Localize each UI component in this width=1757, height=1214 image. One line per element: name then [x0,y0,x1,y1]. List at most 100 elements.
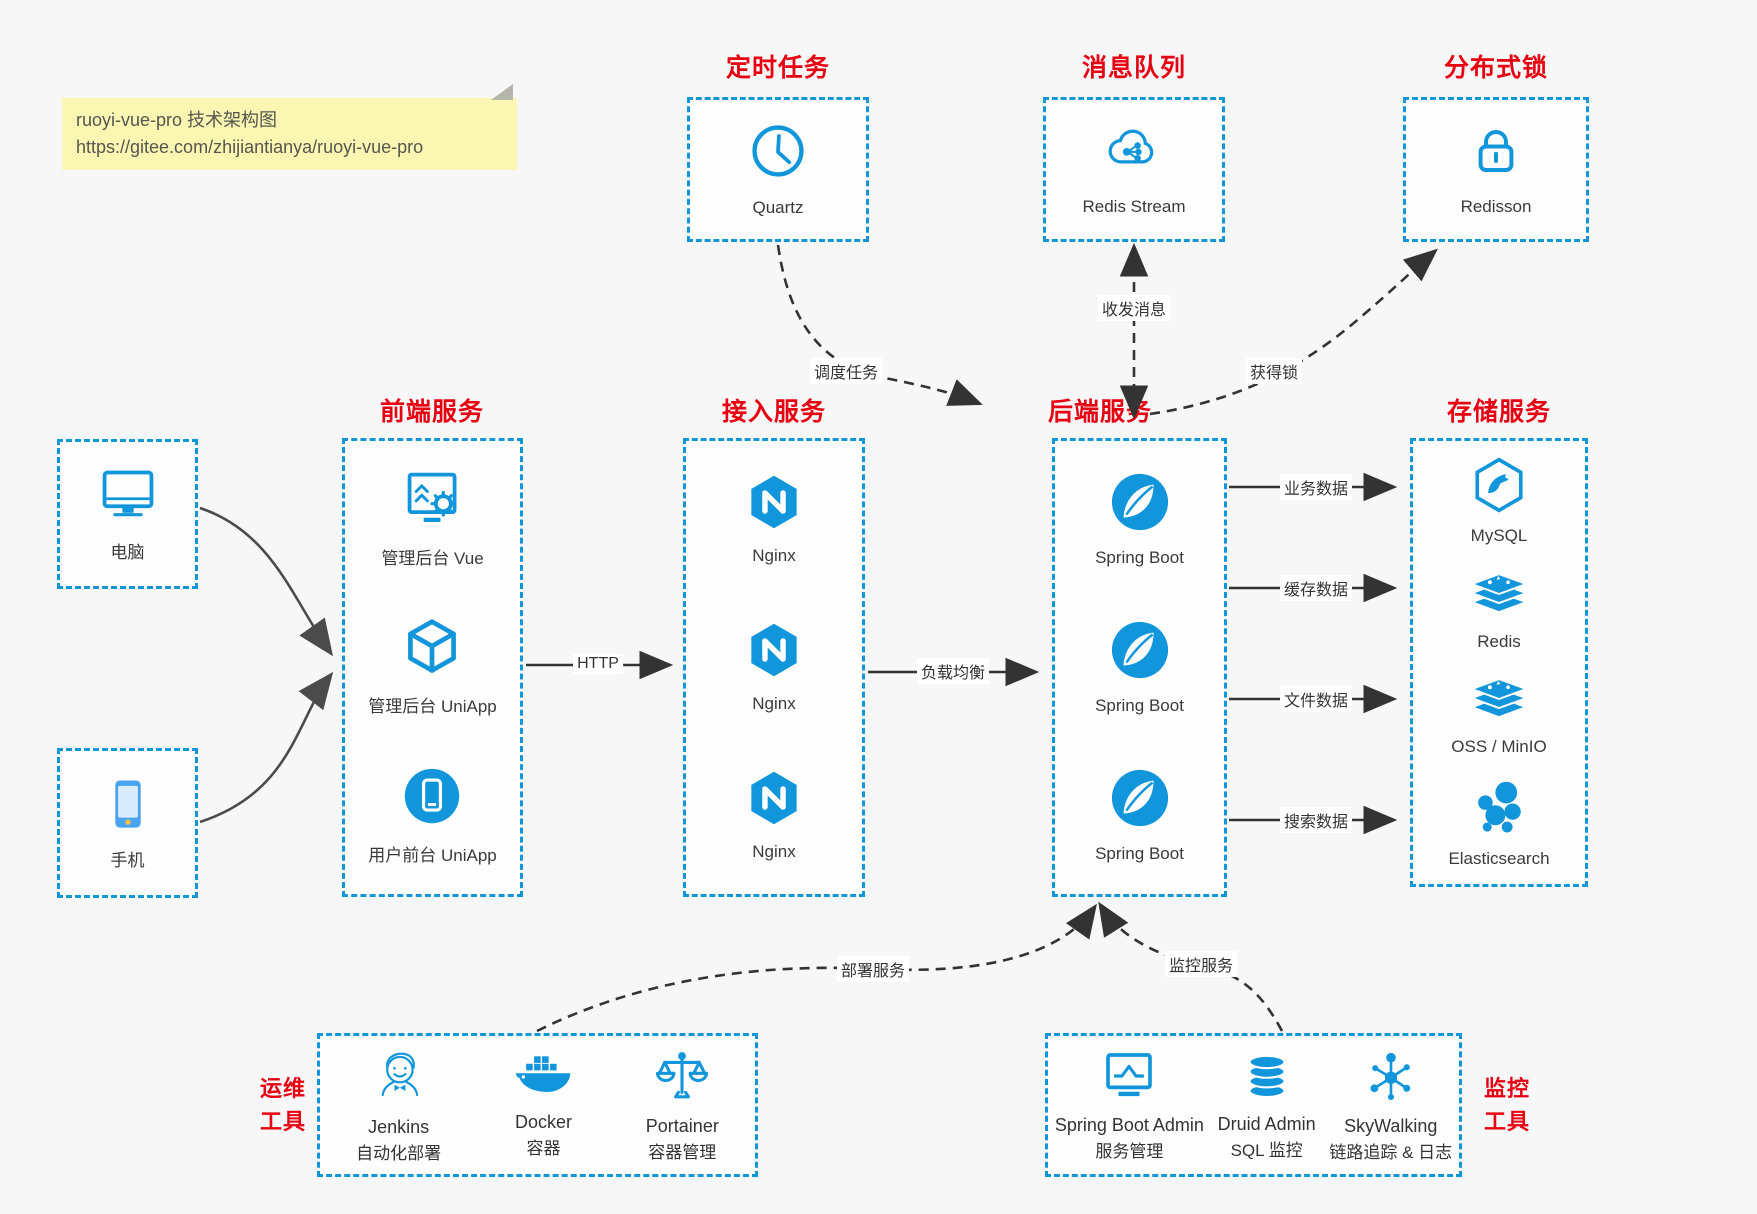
note-url: https://gitee.com/zhijiantianya/ruoyi-vu… [76,137,424,157]
jenkins-desc: 自动化部署 [356,1143,442,1163]
monitor-title-line1: 监控 [1483,1076,1530,1101]
ops-title-line2: 工具 [259,1109,306,1134]
group-title-frontend: 前端服务 [379,398,485,426]
note-title: ruoyi-vue-pro 技术架构图 [76,110,278,130]
nginx-node-2: Nginx [745,621,803,714]
druid-desc: SQL 监控 [1230,1140,1303,1160]
frontend-box: 管理后台 Vue 管理后台 UniApp 用户 [342,438,523,897]
docker-desc: 容器 [526,1138,561,1158]
spring-boot-icon [1109,471,1171,538]
jenkins-node: Jenkins 自动化部署 [356,1047,441,1164]
edge-label-file-data: 文件数据 [1279,686,1353,712]
edge-label-acquire-lock: 获得锁 [1245,358,1303,384]
spring-boot-icon [1109,767,1171,834]
redis-label: Redis [1477,631,1521,651]
redis-stack-icon [1468,568,1530,625]
edge-deploy-service-line [536,903,1097,1033]
docker-node: Docker 容器 [513,1052,573,1159]
sticky-note: ruoyi-vue-pro 技术架构图 https://gitee.com/zh… [62,84,517,170]
monitor-title-line2: 工具 [1483,1109,1530,1134]
phone-box: 手机 [57,748,198,898]
circle-phone-icon [402,766,462,831]
lock-box: Redisson [1403,97,1589,242]
lock-icon [1467,122,1525,185]
springboot-node-1: Spring Boot [1095,471,1184,568]
mysql-node: MySQL [1470,456,1528,546]
nginx-label-3: Nginx [752,842,796,862]
monitor-pulse-icon [1101,1049,1157,1114]
nginx-label-2: Nginx [752,693,796,713]
springboot-label-2: Spring Boot [1095,695,1184,715]
mysql-label: MySQL [1470,525,1528,545]
portainer-name: Portainer [645,1115,719,1136]
edge-label-deploy: 部署服务 [836,956,910,982]
ops-box: Jenkins 自动化部署 Docker 容器 [317,1033,758,1177]
nginx-node-1: Nginx [745,473,803,566]
portainer-desc: 容器管理 [648,1142,717,1162]
edge-label-message: 收发消息 [1097,295,1171,321]
monitor-box: Spring Boot Admin 服务管理 Druid Admin SQL 监… [1045,1033,1462,1177]
druid-name: Druid Admin [1217,1113,1316,1134]
network-hub-icon [1363,1048,1419,1115]
oss-minio-node: OSS / MinIO [1451,673,1547,757]
springboot-label-3: Spring Boot [1095,844,1184,864]
scheduler-box: Quartz [687,97,869,242]
druid-node: Druid Admin SQL 监控 [1218,1050,1316,1161]
elasticsearch-node: Elasticsearch [1448,779,1550,869]
group-title-lock: 分布式锁 [1443,54,1549,82]
edge-acquire-lock-line [1149,248,1438,416]
nginx-label-1: Nginx [752,545,796,565]
gateway-box: Nginx Nginx Nginx [683,438,865,897]
springboot-admin-name: Spring Boot Admin [1054,1114,1204,1135]
elasticsearch-label: Elasticsearch [1448,849,1550,869]
group-title-gateway: 接入服务 [721,398,827,426]
frontend-uniapp-admin-label: 管理后台 UniApp [368,697,497,717]
portainer-scales-icon [653,1048,711,1115]
ops-tools-title: 运维 工具 [250,1072,316,1138]
pc-box: 电脑 [57,439,198,589]
elasticsearch-icon [1470,779,1528,842]
group-title-backend: 后端服务 [1047,398,1153,426]
docker-icon [513,1052,573,1111]
desktop-computer-icon [97,465,159,530]
oss-stack-icon [1468,673,1530,730]
edge-label-cache-data: 缓存数据 [1279,575,1353,601]
cube-icon [402,617,462,682]
frontend-uniapp-admin-node: 管理后台 UniApp [368,617,497,717]
ops-title-line1: 运维 [259,1076,306,1101]
scheduler-label: Quartz [752,198,804,217]
jenkins-icon [370,1047,428,1116]
frontend-uniapp-user-label: 用户前台 UniApp [368,845,497,865]
spring-boot-icon [1109,619,1171,686]
frontend-uniapp-user-node: 用户前台 UniApp [368,766,497,866]
nginx-icon [745,769,803,832]
monitor-tools-title: 监控 工具 [1472,1072,1542,1138]
group-title-mq: 消息队列 [1081,54,1187,82]
mobile-phone-icon [99,775,157,838]
skywalking-desc: 链路追踪 & 日志 [1329,1142,1453,1162]
redis-node: Redis [1468,568,1530,652]
edge-label-http: HTTP [573,654,623,674]
nginx-icon [745,473,803,536]
oss-minio-label: OSS / MinIO [1451,737,1547,757]
skywalking-node: SkyWalking 链路追踪 & 日志 [1329,1048,1452,1163]
springboot-node-3: Spring Boot [1095,767,1184,864]
storage-box: MySQL Redis [1410,438,1588,887]
edge-label-business-data: 业务数据 [1279,474,1353,500]
frontend-vue-label: 管理后台 Vue [381,549,484,569]
note-fold-corner [491,84,513,100]
jenkins-name: Jenkins [368,1116,430,1137]
mysql-icon [1470,456,1528,519]
cloud-stream-icon [1103,122,1165,185]
springboot-admin-desc: 服务管理 [1095,1141,1164,1161]
edge-label-schedule-task: 调度任务 [809,358,883,384]
edge-label-search-data: 搜索数据 [1279,807,1353,833]
portainer-node: Portainer 容器管理 [646,1048,719,1163]
skywalking-name: SkyWalking [1344,1115,1438,1136]
edge-pc-to-frontend [199,506,333,657]
quartz-clock-icon [748,121,808,186]
admin-monitor-gear-icon [402,469,464,534]
group-title-storage: 存储服务 [1446,398,1552,426]
edge-phone-to-frontend [199,671,334,824]
